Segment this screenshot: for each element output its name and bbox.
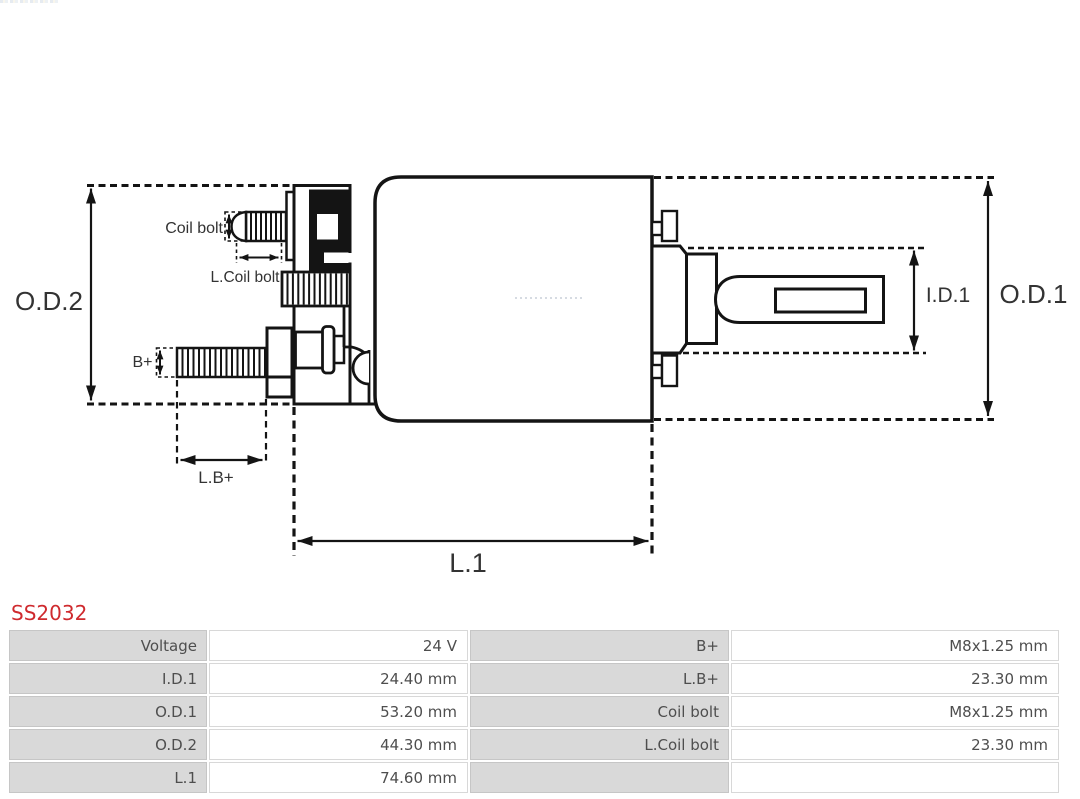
inner-washer [321, 325, 336, 375]
plunger-slot [774, 287, 867, 314]
flange [280, 184, 376, 406]
spec-value: M8x1.25 mm [731, 696, 1059, 727]
b-plus-terminal: B+ L.B+ [132, 326, 294, 487]
spec-label: L.1 [9, 762, 207, 793]
top-left-artifact [0, 0, 58, 3]
spec-value: M8x1.25 mm [731, 630, 1059, 661]
spec-label: O.D.2 [9, 729, 207, 760]
spec-value: 23.30 mm [731, 729, 1059, 760]
flange-edge-gap [347, 253, 353, 263]
coil-bolt-dash-box [224, 211, 247, 242]
solenoid-body [373, 175, 654, 423]
coil-bolt-label: Coil bolt [165, 220, 223, 237]
b-plus-dash-box [155, 347, 178, 378]
flange-section-cut [309, 189, 350, 272]
coil-bolt: Coil bolt L.Coil bolt [165, 210, 288, 286]
spec-value: 53.20 mm [209, 696, 468, 727]
inner-stub [332, 334, 346, 365]
spec-label: Coil bolt [470, 696, 729, 727]
coil-thread-hatch [286, 273, 348, 305]
od1-label: O.D.1 [1000, 279, 1068, 309]
plunger-neck [685, 252, 718, 345]
tab-bottom-cap [660, 354, 679, 388]
dim-od2: O.D.2 [15, 184, 291, 406]
spec-value: 24 V [209, 630, 468, 661]
b-plus-label: B+ [132, 354, 152, 371]
dim-l1: L.1 [292, 407, 654, 578]
coil-bolt-threads [250, 213, 282, 240]
coil-bolt-tip [230, 210, 248, 243]
id1-label: I.D.1 [926, 284, 970, 307]
spec-label [470, 762, 729, 793]
spec-value: 74.60 mm [209, 762, 468, 793]
od2-label: O.D.2 [15, 286, 83, 316]
tab-bottom-stem [650, 363, 664, 380]
spec-label: L.B+ [470, 663, 729, 694]
b-plus-nut-upper [265, 326, 294, 379]
spec-label: L.Coil bolt [470, 729, 729, 760]
body-tabs [650, 209, 679, 388]
part-number: SS2032 [11, 601, 88, 625]
spec-value: 24.40 mm [209, 663, 468, 694]
spec-label: Voltage [9, 630, 207, 661]
spec-label: B+ [470, 630, 729, 661]
inner-bulge [351, 350, 370, 386]
b-plus-threads [181, 349, 266, 376]
tab-top-cap [660, 209, 679, 243]
plunger-collar [650, 244, 688, 355]
spec-label: I.D.1 [9, 663, 207, 694]
spec-value: 44.30 mm [209, 729, 468, 760]
tab-top-stem [650, 220, 664, 237]
spec-table: Voltage 24 V B+ M8x1.25 mm I.D.1 24.40 m… [9, 630, 1059, 793]
b-plus-nut-lower [265, 375, 294, 399]
spec-label: O.D.1 [9, 696, 207, 727]
body-outline [373, 175, 654, 423]
dim-id1: I.D.1 [653, 246, 970, 355]
spec-value: 23.30 mm [731, 663, 1059, 694]
l1-label: L.1 [449, 548, 487, 578]
spec-value [731, 762, 1059, 793]
lbp-label: L.B+ [198, 468, 234, 487]
plunger [650, 244, 885, 355]
dim-od1: O.D.1 [654, 176, 1068, 421]
inner-cylinder [294, 330, 326, 370]
lcoil-label: L.Coil bolt [211, 269, 281, 286]
